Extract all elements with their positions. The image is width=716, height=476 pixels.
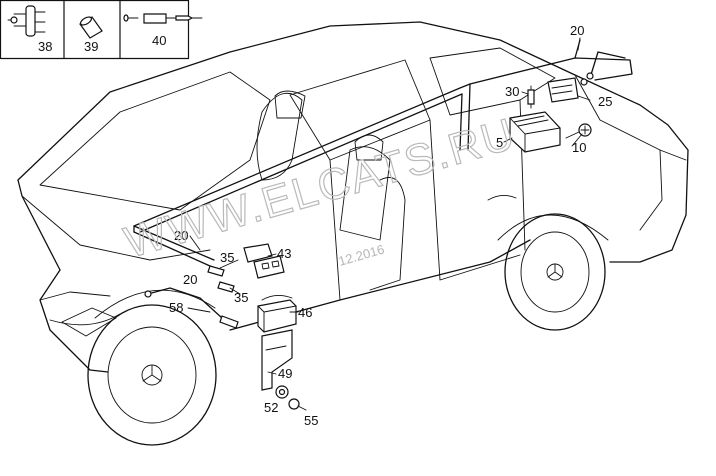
part-55-screw — [288, 398, 307, 411]
part-52-nut — [275, 385, 289, 399]
callout-5: 5 — [496, 135, 503, 150]
callout-10: 10 — [572, 140, 586, 155]
part-25-valve-block — [547, 72, 594, 103]
callout-20-left: 20 — [174, 228, 188, 243]
part-35-connectors — [207, 265, 235, 293]
callout-43: 43 — [277, 246, 291, 261]
part-43-switch — [243, 243, 285, 279]
callout-58: 58 — [169, 300, 183, 315]
part-39-icon — [79, 16, 103, 39]
front-wheel — [87, 289, 217, 446]
callout-49: 49 — [278, 366, 292, 381]
part-38-icon — [7, 5, 46, 37]
callout-25: 25 — [598, 94, 612, 109]
part-30-connector — [527, 85, 535, 109]
leader-lines — [187, 37, 591, 375]
part-5-control-unit — [509, 111, 561, 153]
part-46-reservoir — [257, 295, 297, 333]
legend-label-39: 39 — [84, 39, 98, 54]
legend-label-38: 38 — [38, 39, 52, 54]
callout-46: 46 — [298, 305, 312, 320]
part-10-screw — [565, 123, 592, 139]
rear-wheel — [497, 213, 609, 331]
part-58-hose — [144, 287, 239, 329]
date-stamp: 12.2016 — [337, 242, 386, 269]
callouts: 20 30 25 5 10 20 43 35 20 35 58 46 49 52… — [169, 23, 612, 428]
callout-30: 30 — [505, 84, 519, 99]
callout-35-upper: 35 — [220, 250, 234, 265]
legend-panel: 38 39 40 — [0, 0, 203, 60]
part-49-bracket — [261, 329, 293, 391]
legend-label-40: 40 — [152, 33, 166, 48]
callout-55: 55 — [304, 413, 318, 428]
watermark: WWW.ELCATS.RU — [119, 109, 521, 267]
callout-20-lower: 20 — [183, 272, 197, 287]
part-40-icon — [123, 13, 203, 24]
callout-52: 52 — [264, 400, 278, 415]
callout-35-lower: 35 — [234, 290, 248, 305]
callout-20-top: 20 — [570, 23, 584, 38]
seats — [256, 90, 406, 291]
